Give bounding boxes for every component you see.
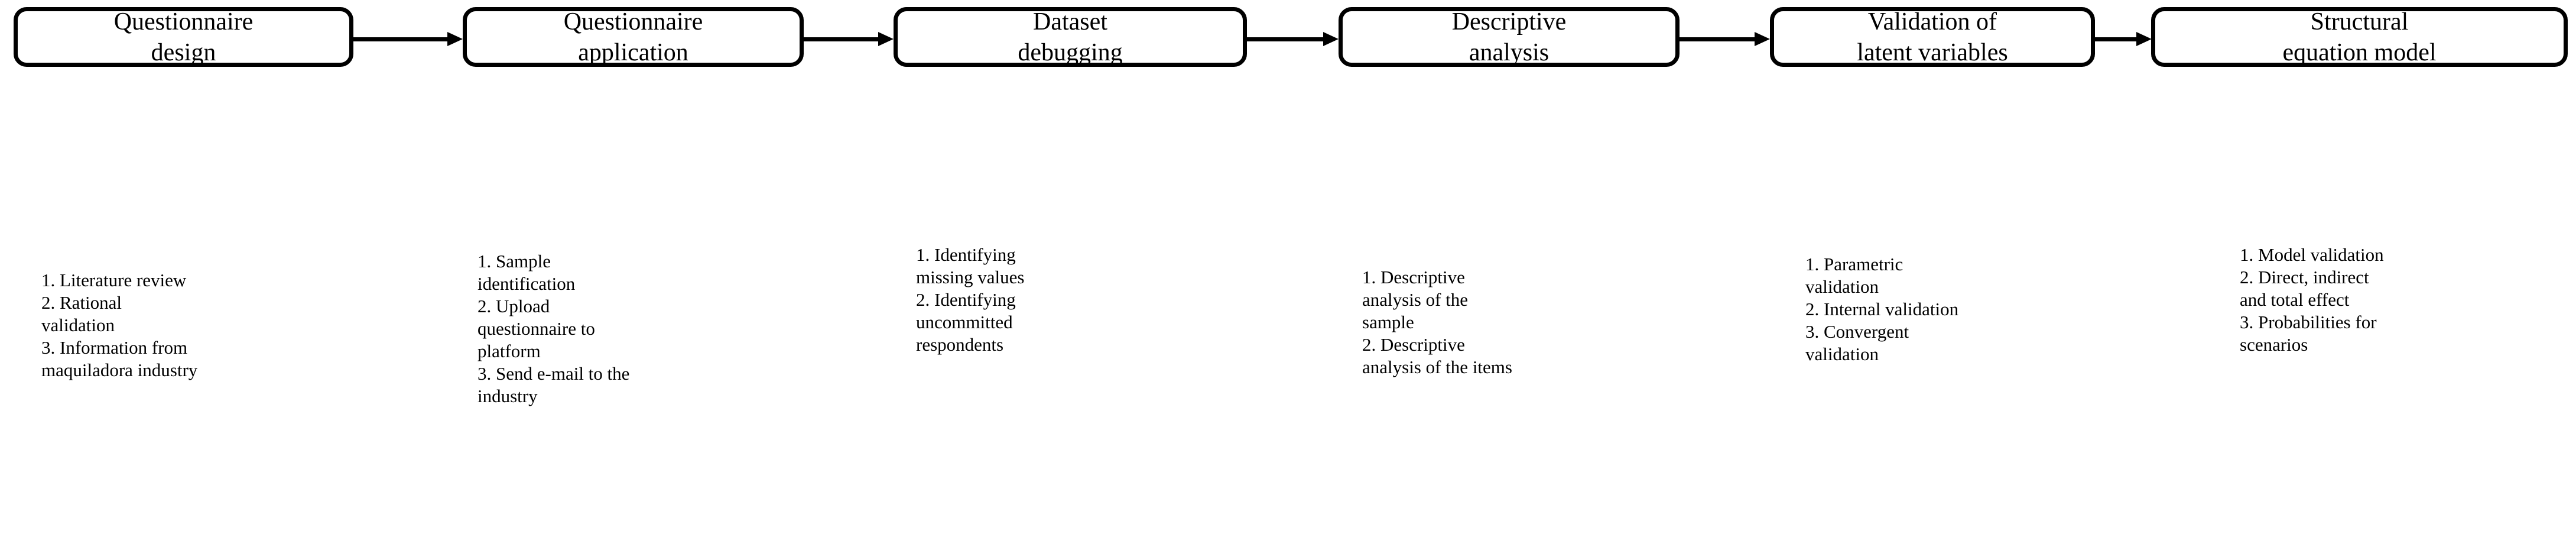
arrow-head-icon [2136,32,2152,46]
stage-box-validation-of-latent-variables: Validation of latent variables [1770,7,2095,67]
detail-list-descriptive-analysis: 1. Descriptive analysis of the sample 2.… [1362,267,1512,377]
stage-box-questionnaire-design: Questionnaire design [14,7,353,67]
arrow-shaft [2095,37,2138,41]
arrow-head-icon [1323,32,1339,46]
stage-box-questionnaire-application: Questionnaire application [463,7,804,67]
arrow-head-icon [447,32,463,46]
detail-list-validation-of-latent-variables: 1. Parametric validation 2. Internal val… [1805,254,1959,364]
stage-box-label: Structural equation model [2282,8,2437,66]
arrow-head-icon [1755,32,1770,46]
detail-list-questionnaire-design: 1. Literature review 2. Rational validat… [41,270,198,380]
arrow-shaft [1247,37,1323,41]
stage-box-label: Questionnaire application [563,8,703,66]
arrow-shaft [1680,37,1755,41]
detail-list-dataset-debugging: 1. Identifying missing values 2. Identif… [916,244,1025,355]
arrow-shaft [804,37,878,41]
arrow-shaft [353,37,447,41]
stage-box-label: Dataset debugging [1018,8,1123,66]
stage-box-label: Questionnaire design [113,8,254,66]
stage-box-dataset-debugging: Dataset debugging [894,7,1247,67]
detail-list-questionnaire-application: 1. Sample identification 2. Upload quest… [477,251,630,406]
stage-box-label: Descriptive analysis [1451,8,1567,66]
detail-list-structural-equation-model: 1. Model validation 2. Direct, indirect … [2240,244,2384,355]
stage-box-descriptive-analysis: Descriptive analysis [1339,7,1680,67]
stage-box-structural-equation-model: Structural equation model [2151,7,2568,67]
arrow-head-icon [878,32,894,46]
stage-box-label: Validation of latent variables [1857,8,2008,66]
